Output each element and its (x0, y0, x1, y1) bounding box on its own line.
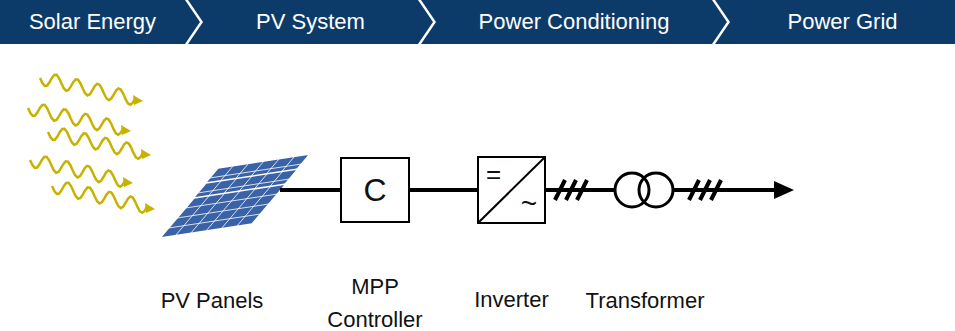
stage-chevron: Power Grid (715, 0, 955, 44)
stage-chevron: Solar Energy (0, 0, 200, 44)
phase-tick (711, 180, 721, 200)
chevron-fill (0, 0, 200, 44)
sunlight-waves (28, 75, 155, 213)
signal-wire (410, 188, 477, 192)
stage-title: Power Conditioning (479, 9, 670, 35)
arrow-head (774, 181, 794, 199)
cell-line (169, 214, 261, 228)
pv-panels (160, 154, 310, 238)
component-label: Transformer (586, 286, 705, 315)
controller-symbol: C (342, 172, 408, 208)
pv-panel (160, 184, 286, 238)
dc-wire (280, 188, 341, 192)
chevron-fill (715, 0, 955, 44)
wave-line (48, 129, 143, 159)
stage-title: PV System (256, 9, 365, 35)
ac-symbol: ~ (521, 190, 537, 218)
phase-tick (700, 180, 710, 200)
controller-box: CMPP Controller (340, 157, 410, 223)
chevron-fill (421, 0, 727, 44)
phase-tick (689, 180, 699, 200)
wave-head (141, 149, 151, 159)
stage-title: Solar Energy (29, 9, 156, 35)
light-ray (28, 105, 131, 135)
component-label: Inverter (474, 285, 549, 314)
wave-head (121, 125, 131, 135)
light-ray (48, 129, 151, 159)
chevron-fill (188, 0, 433, 44)
three-phase-ticks (555, 180, 721, 200)
wave-head (123, 177, 133, 187)
cell-line (177, 204, 269, 218)
light-ray (30, 157, 133, 187)
stage-chevron: PV System (188, 0, 433, 44)
wave-head (133, 95, 143, 105)
cell-line (186, 194, 278, 208)
wave-head (145, 203, 155, 213)
phase-tick (555, 180, 565, 200)
component-label: MPP Controller (313, 270, 438, 331)
transformer-coil (639, 173, 673, 207)
wave-line (28, 105, 123, 135)
phase-tick (577, 180, 587, 200)
light-ray (52, 183, 155, 213)
diagonal-line (479, 158, 544, 222)
light-ray (40, 75, 143, 105)
wave-line (30, 157, 125, 187)
dc-symbol: = (486, 160, 501, 188)
phase-tick (566, 180, 576, 200)
panel-face (160, 184, 286, 238)
wave-line (40, 75, 135, 105)
wave-line (52, 183, 147, 213)
stage-chevron: Power Conditioning (421, 0, 727, 44)
stage-title: Power Grid (787, 9, 897, 35)
component-label: PV Panels (161, 286, 264, 315)
inverter-box: =~Inverter (477, 156, 546, 224)
grid-wire (673, 188, 776, 192)
